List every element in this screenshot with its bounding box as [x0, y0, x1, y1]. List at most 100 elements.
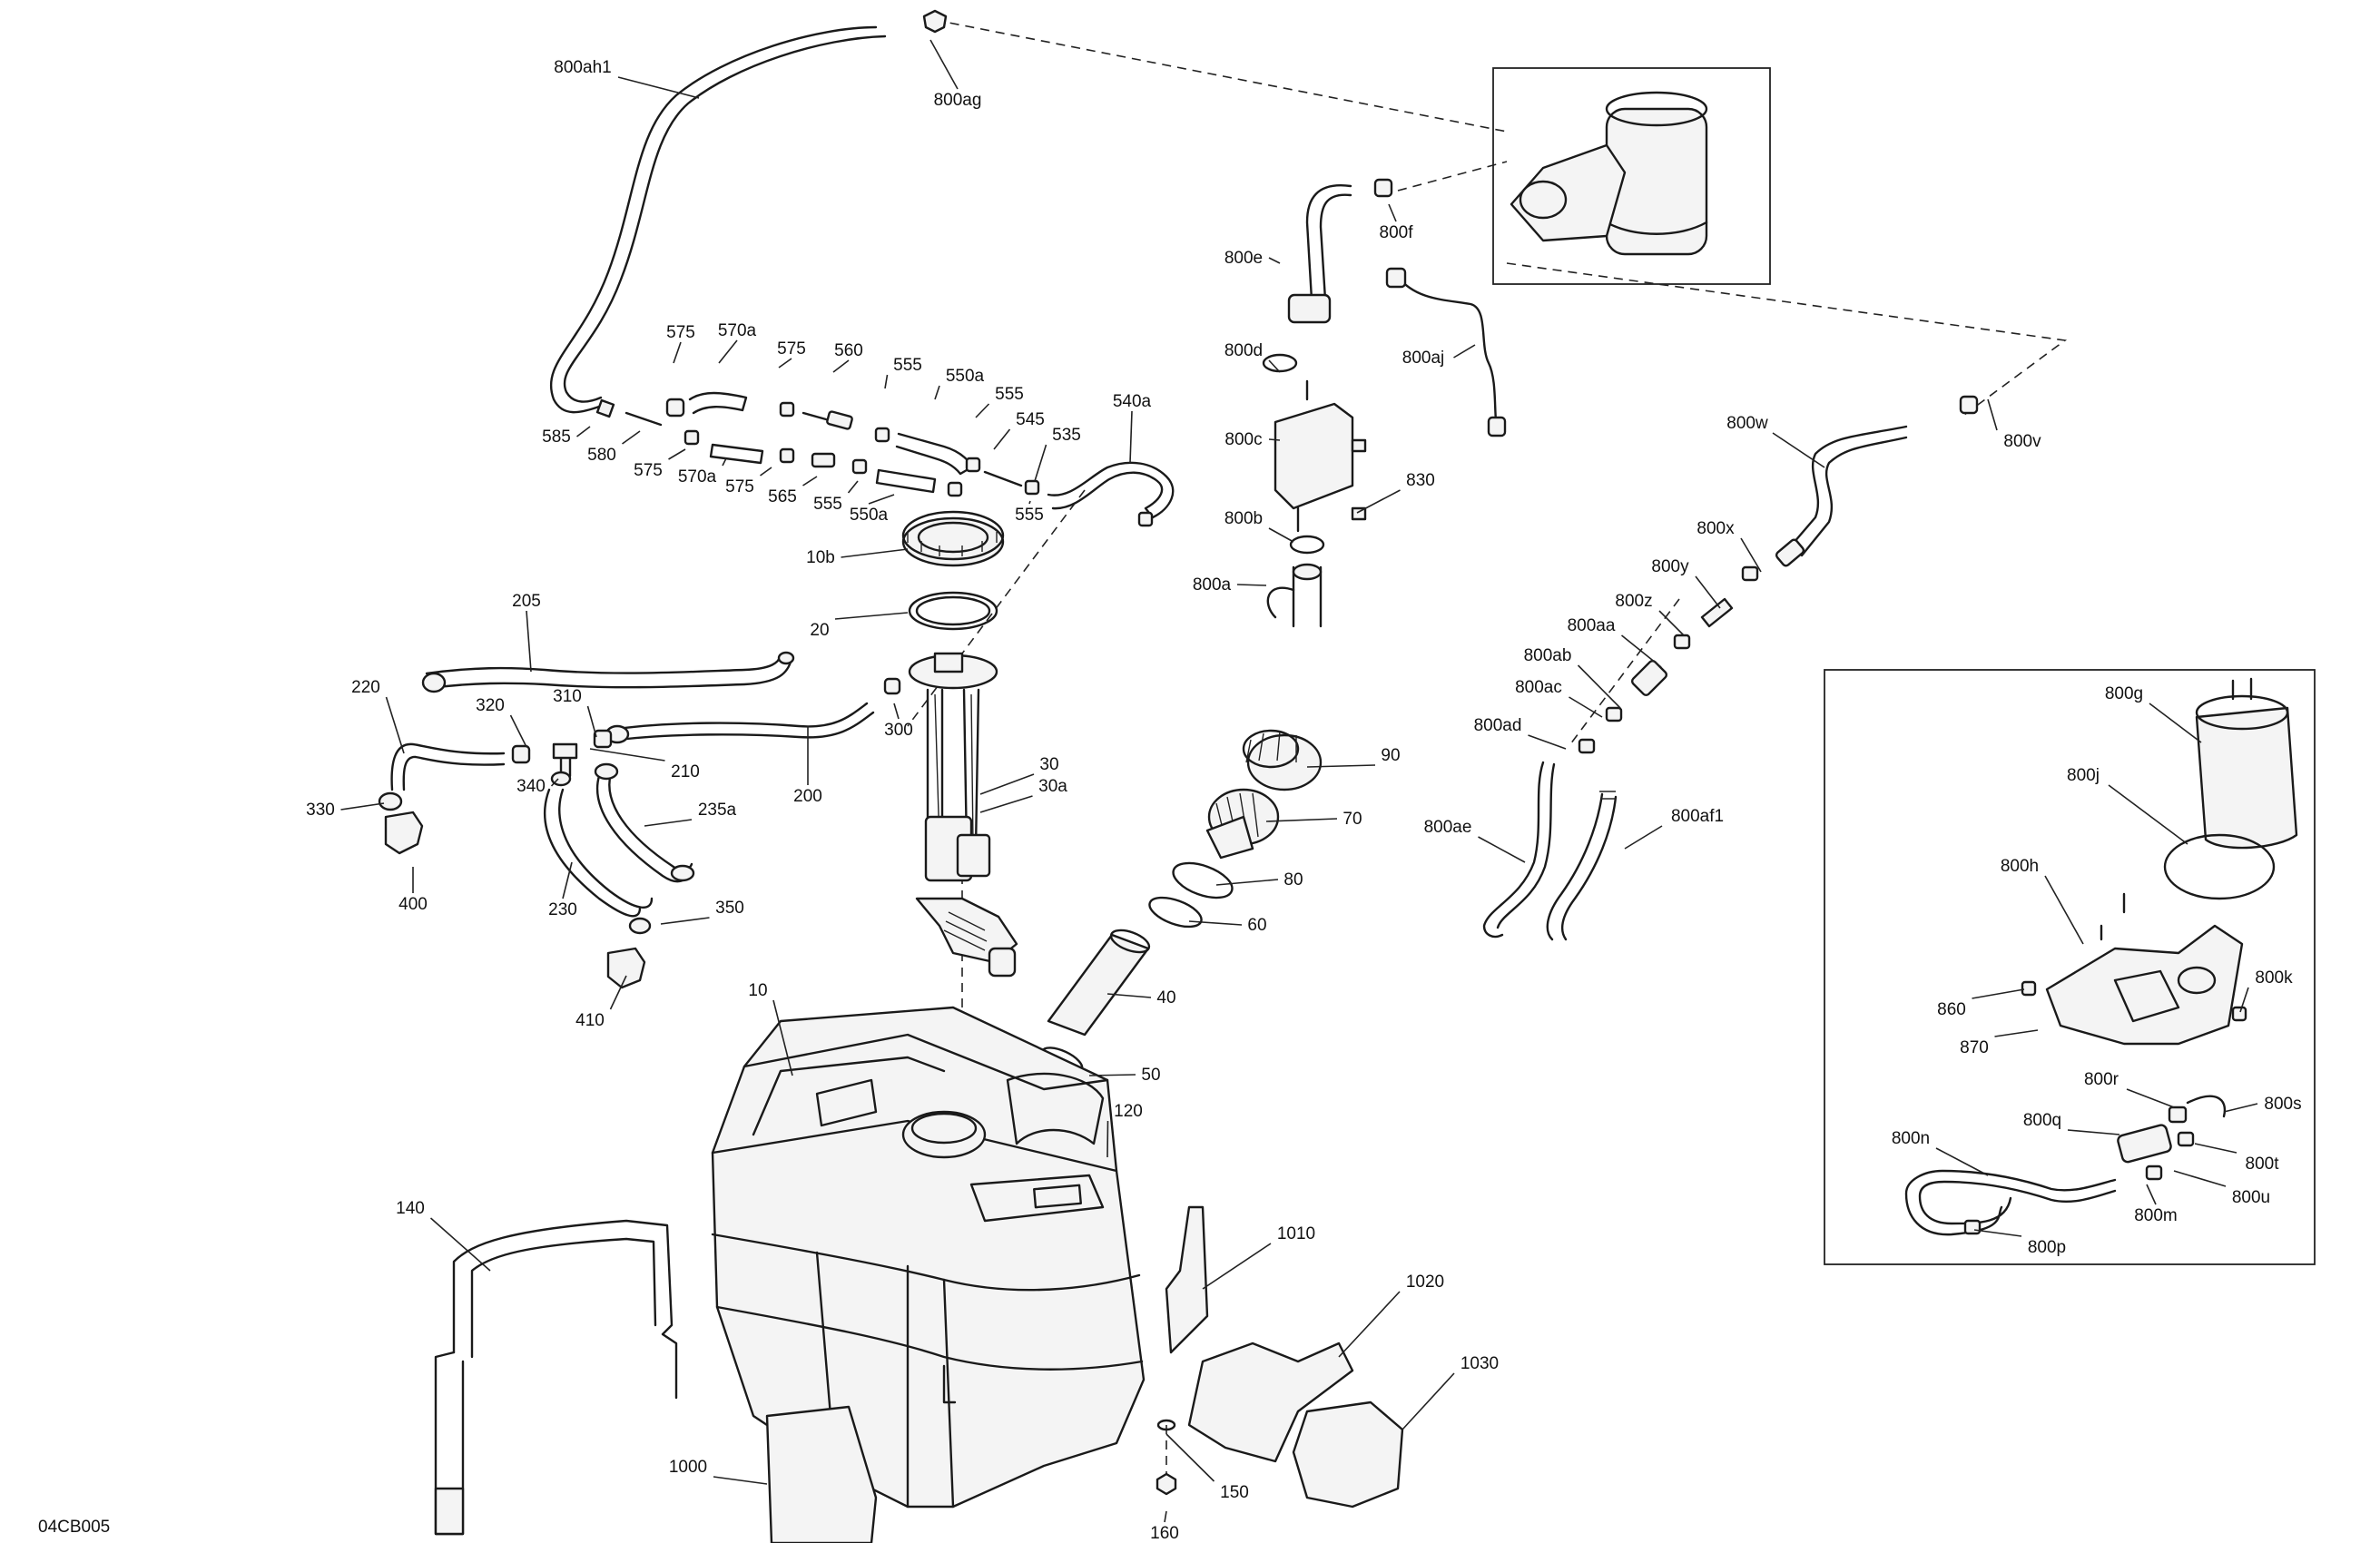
callout-800h: 800h [2001, 857, 2039, 876]
filler-hose-40 [1047, 929, 1151, 1037]
leader-235a [644, 819, 693, 827]
leader-800ab [1577, 664, 1621, 709]
callout-830: 830 [1406, 471, 1435, 490]
vent-hose-800af1 [1546, 791, 1618, 941]
callout-575: 575 [666, 323, 695, 342]
callout-575: 575 [725, 477, 754, 496]
leader-310 [586, 705, 597, 738]
callout-545: 545 [1016, 410, 1045, 429]
callout-90: 90 [1381, 746, 1400, 765]
callout-70: 70 [1342, 810, 1362, 829]
leader-800x [1740, 537, 1762, 573]
callout-150: 150 [1220, 1483, 1249, 1502]
fuel-pump-module-30 [908, 652, 1018, 978]
callout-340: 340 [516, 777, 546, 796]
canister-inset-top-box [1492, 67, 1771, 285]
canister-800g [2195, 677, 2298, 850]
callout-800p: 800p [2028, 1238, 2066, 1257]
leader-120 [1106, 1120, 1109, 1158]
leader-580 [622, 430, 641, 445]
tank-strap-140 [434, 1219, 678, 1536]
leader-800af1 [1624, 825, 1663, 850]
clamp-300 [883, 677, 901, 695]
leader-585 [576, 426, 591, 437]
callout-350: 350 [715, 899, 744, 918]
leader-300 [893, 703, 900, 720]
leader-800f [1388, 203, 1397, 222]
evap-valve-800c [1262, 353, 1367, 533]
leader-60 [1188, 920, 1243, 926]
callout-1000: 1000 [669, 1458, 707, 1477]
leader-800y [1695, 575, 1721, 609]
callout-800ab: 800ab [1524, 646, 1572, 665]
leader-800t [2194, 1143, 2237, 1154]
leader-800z [1658, 610, 1685, 636]
leader-150 [1165, 1433, 1215, 1482]
leader-220 [385, 696, 405, 754]
leader-50 [1088, 1074, 1136, 1076]
callout-540a: 540a [1113, 392, 1152, 411]
callout-535: 535 [1052, 426, 1081, 445]
leader-800j [2108, 784, 2188, 845]
leader-800u [2173, 1170, 2227, 1187]
callout-800e: 800e [1224, 249, 1263, 268]
callout-800z: 800z [1615, 592, 1652, 611]
callout-800m: 800m [2134, 1206, 2178, 1225]
callout-800a: 800a [1193, 575, 1232, 595]
leader-30a [979, 795, 1033, 813]
leader-10b [841, 548, 909, 558]
callout-800q: 800q [2023, 1111, 2061, 1130]
callout-800g: 800g [2105, 684, 2143, 703]
callout-300: 300 [884, 721, 913, 740]
canister-strap-800j [2163, 833, 2276, 900]
leader-320 [509, 714, 527, 748]
purge-valve-800q [2117, 1095, 2227, 1181]
leader-570a [718, 339, 738, 364]
callout-800y: 800y [1651, 557, 1689, 576]
leader-575 [778, 358, 792, 369]
leader-160 [1164, 1510, 1167, 1523]
callout-800ac: 800ac [1515, 678, 1562, 697]
callout-205: 205 [512, 592, 541, 611]
callout-20: 20 [810, 621, 829, 640]
callout-140: 140 [396, 1199, 425, 1218]
callout-555: 555 [813, 495, 842, 514]
callout-400: 400 [398, 895, 428, 914]
callout-235a: 235a [698, 801, 737, 820]
callout-550a: 550a [946, 367, 985, 386]
callout-30a: 30a [1038, 777, 1067, 796]
leader-800r [2126, 1088, 2175, 1108]
leader-800ag [929, 39, 959, 90]
callout-330: 330 [306, 801, 335, 820]
leader-575 [760, 467, 772, 477]
callout-575: 575 [634, 461, 663, 480]
canister-detail-inset-box [1824, 669, 2316, 1265]
callout-575: 575 [777, 339, 806, 359]
callout-320: 320 [476, 696, 505, 715]
callout-800n: 800n [1892, 1129, 1930, 1148]
callout-800af1: 800af1 [1671, 807, 1724, 826]
leader-10 [772, 999, 793, 1076]
callout-570a: 570a [718, 321, 757, 340]
leader-800k [2239, 987, 2249, 1013]
callout-870: 870 [1960, 1038, 1989, 1057]
callout-230: 230 [548, 900, 577, 919]
callout-1010: 1010 [1277, 1224, 1315, 1243]
leader-330 [340, 802, 385, 811]
callout-800ae: 800ae [1424, 818, 1472, 837]
leader-560 [832, 359, 850, 373]
callout-220: 220 [351, 678, 380, 697]
callout-580: 580 [587, 446, 616, 465]
callout-570a: 570a [678, 467, 717, 486]
leader-535 [1034, 444, 1047, 482]
leader-410 [609, 975, 627, 1010]
callout-860: 860 [1937, 1000, 1966, 1019]
callout-555: 555 [995, 385, 1024, 404]
leader-565 [802, 476, 818, 486]
callout-120: 120 [1114, 1102, 1143, 1121]
shield-1000 [765, 1405, 878, 1543]
leader-550a [934, 385, 940, 400]
callout-10b: 10b [806, 548, 835, 567]
leader-800n [1935, 1147, 1989, 1176]
